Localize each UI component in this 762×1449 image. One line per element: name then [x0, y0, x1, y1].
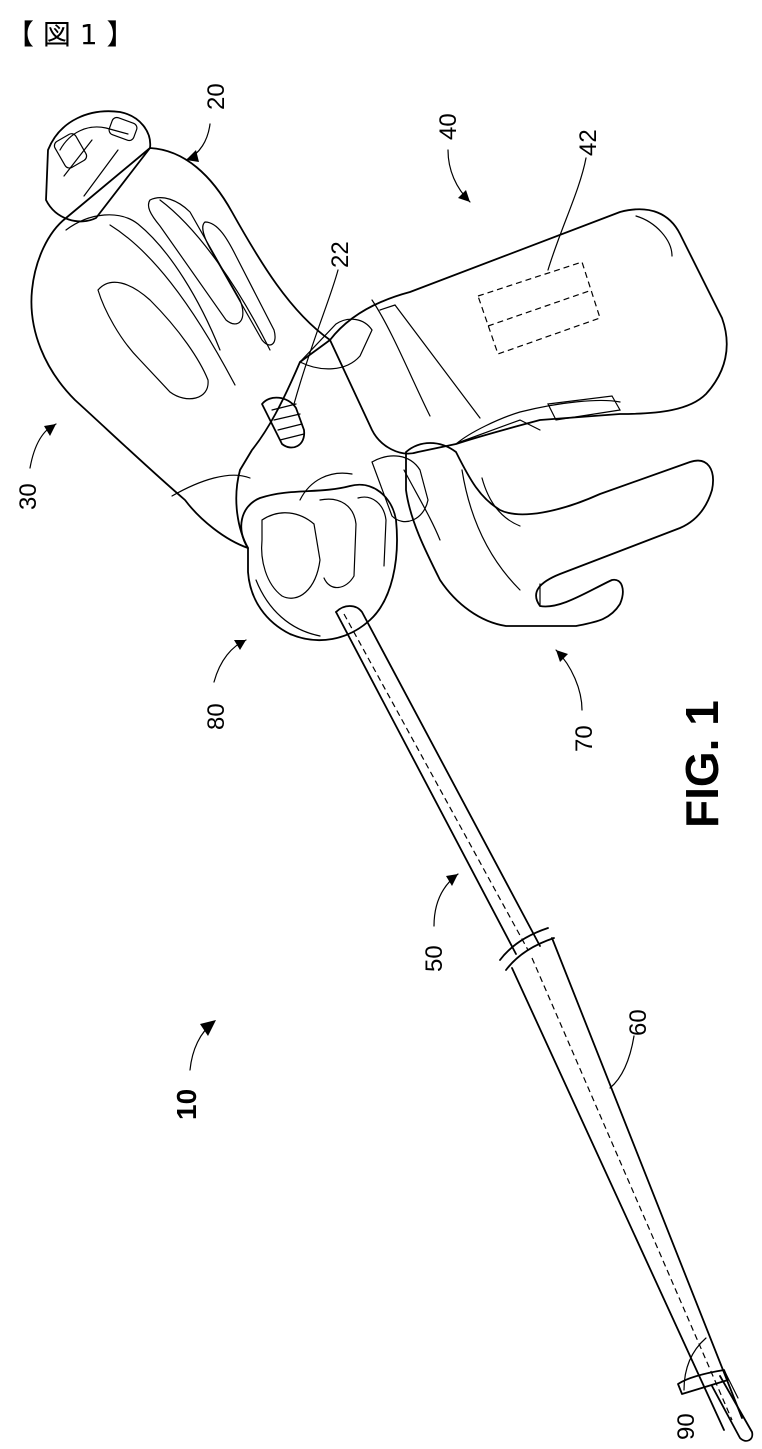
label-10: 10: [171, 1089, 202, 1120]
rear-cap: [46, 111, 150, 221]
rotation-knob: [241, 473, 397, 640]
label-90: 90: [673, 1413, 700, 1440]
main-housing: [31, 148, 330, 548]
device-illustration: [30, 111, 752, 1441]
label-30: 30: [15, 483, 42, 510]
grip-housing: [300, 209, 727, 453]
figure-caption: FIG. 1: [676, 700, 728, 828]
figure-header: 【 図 1 】: [6, 18, 135, 51]
rocker-switch: [262, 398, 304, 448]
label-60: 60: [625, 1009, 652, 1036]
label-42: 42: [575, 129, 602, 156]
label-70: 70: [571, 725, 598, 752]
label-50: 50: [421, 945, 448, 972]
label-80: 80: [203, 703, 230, 730]
label-40: 40: [435, 113, 462, 140]
battery-outline: [478, 262, 600, 354]
label-22: 22: [327, 241, 354, 268]
label-20: 20: [203, 83, 230, 110]
leader-lines: [30, 124, 706, 1390]
